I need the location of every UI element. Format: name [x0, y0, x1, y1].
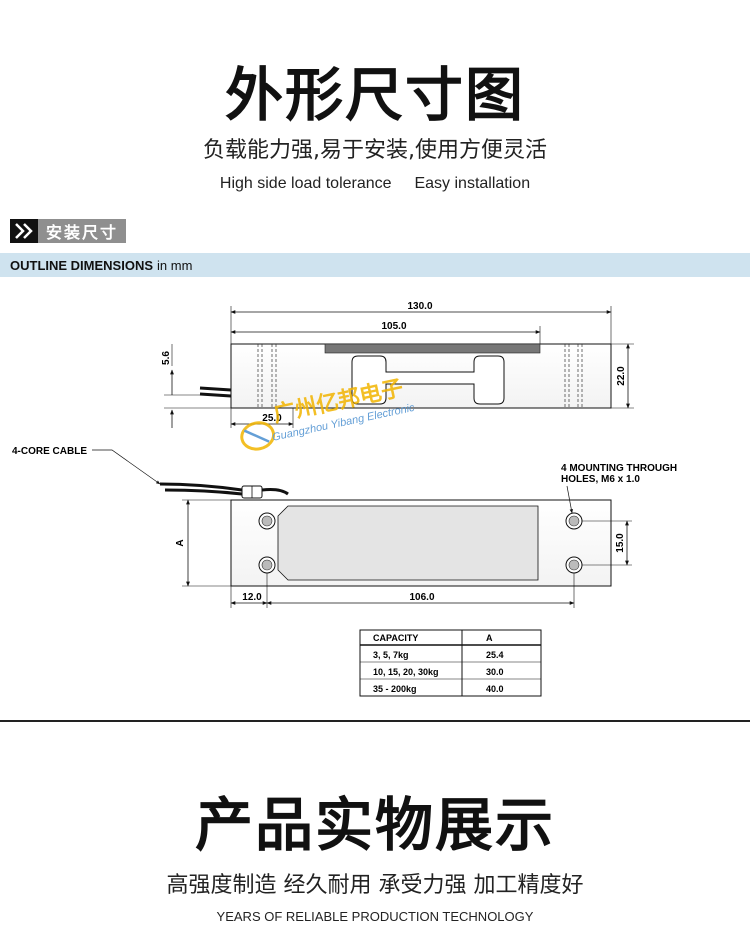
subtitle-en: High side load tolerance Easy installati… [0, 175, 750, 193]
dim-130-label: 130.0 [407, 301, 432, 312]
table-header-capacity: CAPACITY [373, 633, 418, 643]
table-cell: 25.4 [486, 650, 504, 660]
dim-105-label: 105.0 [381, 321, 406, 332]
dim-12-label: 12.0 [242, 592, 262, 603]
double-chevron-icon [10, 219, 38, 243]
holes-label-1: 4 MOUNTING THROUGH [561, 463, 677, 474]
holes-label-2: HOLES, M6 x 1.0 [561, 474, 640, 485]
outline-drawing: 130.0 105.0 22.0 5.6 [12, 301, 677, 697]
table-header-a: A [486, 633, 493, 643]
dim-15-label: 15.0 [615, 533, 626, 553]
product-showcase-subtitle-en: YEARS OF RELIABLE PRODUCTION TECHNOLOGY [216, 909, 534, 924]
subtitle-cn: 负载能力强,易于安装,使用方便灵活 [203, 138, 547, 163]
mounting-holes [258, 512, 583, 574]
table-row: 35 - 200kg [373, 684, 417, 694]
section-label: 安装尺寸 [10, 219, 127, 243]
page-title: 外形尺寸图 [224, 61, 525, 129]
outline-unit: in mm [157, 257, 193, 273]
subtitle-en-1: High side load tolerance [219, 175, 392, 192]
table-cell: 40.0 [486, 684, 504, 694]
dim-a-label: A [175, 539, 186, 546]
section-label-text: 安装尺寸 [38, 219, 127, 243]
watermark-logo-icon [240, 421, 276, 451]
dim-25-label: 25.0 [262, 413, 282, 424]
product-showcase-subtitle: 高强度制造 经久耐用 承受力强 加工精度好 [166, 873, 584, 898]
cable-label: 4-CORE CABLE [12, 446, 87, 457]
dim-22-label: 22.0 [616, 366, 627, 386]
dim-5-6-label: 5.6 [161, 351, 172, 365]
product-showcase-title: 产品实物展示 [194, 791, 555, 859]
outline-dimensions-bar: OUTLINE DIMENSIONS in mm [0, 253, 750, 277]
table-row: 10, 15, 20, 30kg [373, 667, 439, 677]
dim-106-label: 106.0 [409, 592, 434, 603]
section-divider [0, 720, 750, 722]
capacity-table: CAPACITY A 3, 5, 7kg 25.4 10, 15, 20, 30… [359, 629, 542, 697]
top-view: 4-CORE CABLE 4 MOUNTING THROUGH HOLES, M… [12, 446, 677, 608]
outline-title: OUTLINE DIMENSIONS [10, 257, 154, 273]
subtitle-en-2: Easy installation [414, 175, 531, 192]
table-cell: 30.0 [486, 667, 504, 677]
table-row: 3, 5, 7kg [373, 650, 409, 660]
side-view: 130.0 105.0 22.0 5.6 [161, 301, 634, 428]
